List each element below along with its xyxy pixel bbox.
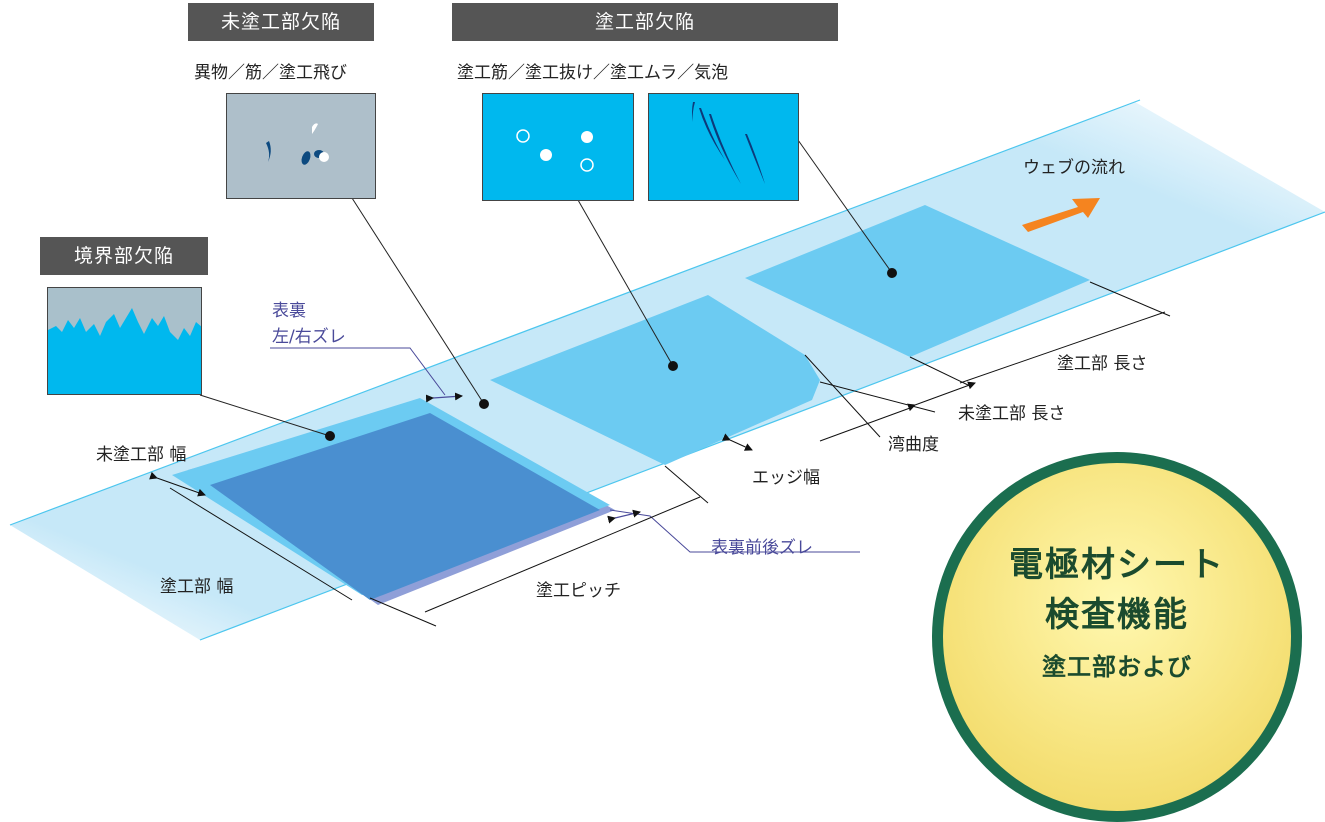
label-coated-width: 塗工部 幅: [160, 577, 234, 597]
badge-title-line2: 検査機能: [1045, 595, 1189, 635]
tag-uncoated-defect: 未塗工部欠陥: [188, 3, 374, 41]
ext-uncoated-b: [819, 381, 936, 413]
leader-front-back-lr: [270, 347, 446, 396]
dim-coated-length: [959, 311, 1166, 384]
thumb-uncoated-foreign-matter: [226, 93, 376, 199]
dim-coated-width: [169, 487, 353, 601]
leader-coated-1: [577, 199, 674, 367]
thumb-boundary-defect: [47, 287, 202, 395]
dim-front-back-shift: [607, 509, 641, 524]
dim-uncoated-width: [149, 471, 206, 497]
feature-badge: 電極材シート 検査機能 塗工部および: [932, 452, 1302, 822]
label-front-back-shift: 表裏前後ズレ: [711, 538, 813, 558]
thumb-coated-streaks: [648, 93, 799, 201]
thumb-coated-bubbles: [482, 93, 634, 201]
caption-uncoated-types: 異物／筋／塗工飛び: [194, 63, 347, 83]
marker-coated-1: [668, 361, 678, 371]
coated-patch-3: [745, 205, 1090, 357]
dim-uncoated-length: [907, 381, 976, 412]
leader-boundary: [199, 394, 331, 437]
defect-diagram: [9, 99, 1325, 641]
coated-patch-2: [490, 295, 820, 465]
marker-uncoated: [479, 399, 489, 409]
label-front-back-lr-2: 左/右ズレ: [272, 327, 346, 347]
badge-subtitle: 塗工部および: [1042, 653, 1192, 681]
label-edge-width: エッジ幅: [752, 468, 820, 488]
dim-front-back-lr: [425, 392, 463, 403]
ext-coated-length-a: [1089, 281, 1171, 317]
marker-boundary: [325, 431, 335, 441]
tag-boundary-defect: 境界部欠陥: [40, 237, 208, 275]
dim-curvature: [819, 407, 911, 442]
label-coating-pitch: 塗工ピッチ: [536, 581, 621, 601]
ext-coated-length-b: [909, 356, 969, 386]
label-curvature: 湾曲度: [888, 435, 939, 455]
leader-coated-2: [797, 139, 893, 274]
web-edge-top: [9, 99, 1141, 526]
label-front-back-lr-1: 表裏: [272, 301, 306, 321]
badge-title-line1: 電極材シート: [1009, 545, 1225, 585]
leader-uncoated: [351, 197, 485, 405]
ext-curvature: [804, 354, 881, 438]
label-web-flow: ウェブの流れ: [1023, 158, 1125, 178]
dim-coating-pitch: [424, 496, 701, 613]
dim-edge-width: [721, 433, 753, 451]
label-uncoated-width: 未塗工部 幅: [96, 445, 187, 465]
coated-patch-1-front: [210, 413, 600, 600]
ext-pitch-a: [369, 597, 437, 627]
marker-coated-2: [887, 268, 897, 278]
label-uncoated-length: 未塗工部 長さ: [958, 404, 1066, 424]
web-flow-arrow-icon: [1022, 198, 1100, 232]
caption-coated-types: 塗工筋／塗工抜け／塗工ムラ／気泡: [457, 63, 729, 83]
ext-pitch-b: [664, 465, 709, 504]
label-coated-length: 塗工部 長さ: [1057, 354, 1148, 374]
tag-coated-defect: 塗工部欠陥: [452, 3, 838, 41]
